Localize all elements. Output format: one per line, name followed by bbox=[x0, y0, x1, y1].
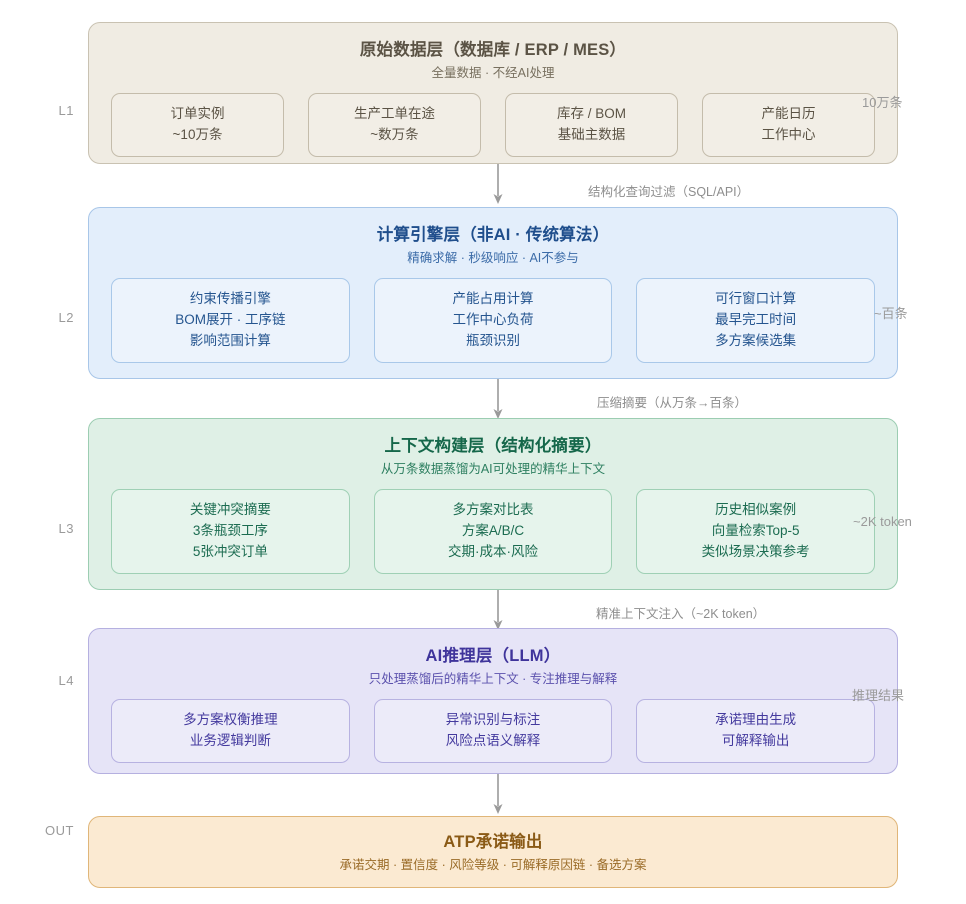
volume-label-l2: ~百条 bbox=[874, 306, 908, 321]
card-line: 关键冲突摘要 bbox=[189, 501, 271, 517]
card-line: 影响范围计算 bbox=[189, 332, 271, 348]
card-line: 工作中心 bbox=[761, 126, 816, 142]
layer-l1-title: 原始数据层（数据库 / ERP / MES） bbox=[359, 41, 627, 59]
card-line: BOM展开 · 工序链 bbox=[175, 311, 286, 327]
layer-l2[interactable]: 计算引擎层（非AI · 传统算法） 精确求解 · 秒级响应 · AI不参与 约束… bbox=[88, 207, 898, 379]
card-line: 库存 / BOM bbox=[556, 105, 626, 121]
card-line: 多方案权衡推理 bbox=[183, 711, 278, 727]
card-line: 历史相似案例 bbox=[715, 501, 797, 517]
card-line: 承诺理由生成 bbox=[715, 711, 797, 727]
card-plan-comparison-table[interactable]: 多方案对比表 方案A/B/C 交期·成本·风险 bbox=[373, 488, 613, 574]
card-work-orders[interactable]: 生产工单在途 ~数万条 bbox=[308, 92, 481, 157]
volume-label-l3: ~2K token bbox=[853, 514, 912, 529]
card-commitment-reasoning[interactable]: 承诺理由生成 可解释输出 bbox=[636, 698, 876, 763]
rail-label-l2: L2 bbox=[58, 310, 74, 325]
card-line: 产能占用计算 bbox=[452, 290, 534, 306]
rail-label-out: OUT bbox=[45, 823, 74, 838]
card-line: 类似场景决策参考 bbox=[701, 543, 810, 559]
card-line: 业务逻辑判断 bbox=[189, 732, 271, 748]
output-title: ATP承诺输出 bbox=[443, 833, 543, 852]
card-line: 交期·成本·风险 bbox=[448, 543, 538, 559]
card-line: 可行窗口计算 bbox=[715, 290, 797, 306]
arrow-l4-out bbox=[492, 774, 504, 816]
card-anomaly-detection[interactable]: 异常识别与标注 风险点语义解释 bbox=[373, 698, 613, 763]
layer-l2-cards: 约束传播引擎 BOM展开 · 工序链 影响范围计算 产能占用计算 工作中心负荷 … bbox=[111, 277, 876, 363]
rail-label-l4: L4 bbox=[58, 673, 74, 688]
layer-l3[interactable]: 上下文构建层（结构化摘要） 从万条数据蒸馏为AI可处理的精华上下文 关键冲突摘要… bbox=[88, 418, 898, 590]
volume-label-l4: 推理结果 bbox=[852, 688, 905, 703]
card-line: 多方案候选集 bbox=[715, 332, 797, 348]
card-historical-cases[interactable]: 历史相似案例 向量检索Top-5 类似场景决策参考 bbox=[636, 488, 876, 574]
card-multi-plan-tradeoff[interactable]: 多方案权衡推理 业务逻辑判断 bbox=[111, 698, 350, 763]
card-line: 异常识别与标注 bbox=[445, 711, 541, 727]
layer-l2-subtitle: 精确求解 · 秒级响应 · AI不参与 bbox=[407, 251, 579, 266]
layer-l4-title: AI推理层（LLM） bbox=[425, 647, 561, 665]
card-line: 最早完工时间 bbox=[715, 311, 797, 327]
card-line: 约束传播引擎 bbox=[189, 290, 271, 306]
layer-l1-subtitle: 全量数据 · 不经AI处理 bbox=[431, 66, 555, 81]
card-line: 方案A/B/C bbox=[461, 522, 525, 538]
card-capacity-occupancy[interactable]: 产能占用计算 工作中心负荷 瓶颈识别 bbox=[373, 277, 613, 363]
rail-label-l1: L1 bbox=[58, 103, 74, 118]
edge-label-l3-l4: 精准上下文注入（~2K token） bbox=[596, 607, 766, 621]
rail-label-l3: L3 bbox=[58, 521, 74, 536]
card-line: 5张冲突订单 bbox=[192, 543, 268, 559]
layer-l3-title: 上下文构建层（结构化摘要） bbox=[384, 437, 602, 455]
card-line: 工作中心负荷 bbox=[452, 311, 534, 327]
card-line: ~10万条 bbox=[172, 126, 223, 142]
card-order-instances[interactable]: 订单实例 ~10万条 bbox=[111, 92, 284, 157]
edge-label-l1-l2: 结构化查询过滤（SQL/API） bbox=[588, 185, 750, 199]
card-line: 产能日历 bbox=[761, 105, 816, 121]
card-line: 风险点语义解释 bbox=[445, 732, 541, 748]
layer-l1-cards: 订单实例 ~10万条 生产工单在途 ~数万条 库存 / BOM 基础主数据 产能… bbox=[111, 92, 875, 157]
layer-l4-cards: 多方案权衡推理 业务逻辑判断 异常识别与标注 风险点语义解释 承诺理由生成 可解… bbox=[111, 698, 876, 763]
card-feasible-window[interactable]: 可行窗口计算 最早完工时间 多方案候选集 bbox=[636, 277, 876, 363]
card-line: 生产工单在途 bbox=[354, 105, 435, 121]
card-line: 基础主数据 bbox=[557, 126, 626, 142]
card-key-conflict-summary[interactable]: 关键冲突摘要 3条瓶颈工序 5张冲突订单 bbox=[111, 488, 350, 574]
card-capacity-calendar[interactable]: 产能日历 工作中心 bbox=[702, 92, 875, 157]
layer-l4-subtitle: 只处理蒸馏后的精华上下文 · 专注推理与解释 bbox=[368, 672, 618, 687]
layer-l3-cards: 关键冲突摘要 3条瓶颈工序 5张冲突订单 多方案对比表 方案A/B/C 交期·成… bbox=[111, 488, 876, 574]
card-line: ~数万条 bbox=[370, 126, 419, 142]
layer-output[interactable]: ATP承诺输出 承诺交期 · 置信度 · 风险等级 · 可解释原因链 · 备选方… bbox=[88, 816, 898, 888]
card-line: 3条瓶颈工序 bbox=[192, 522, 268, 538]
layer-l2-title: 计算引擎层（非AI · 传统算法） bbox=[376, 226, 610, 244]
volume-label-l1: 10万条 bbox=[862, 95, 903, 110]
card-line: 可解释输出 bbox=[721, 732, 790, 748]
arrow-l3-l4 bbox=[492, 590, 504, 632]
card-line: 瓶颈识别 bbox=[466, 332, 520, 348]
card-line: 向量检索Top-5 bbox=[711, 522, 800, 538]
card-line: 多方案对比表 bbox=[452, 501, 534, 517]
output-subtitle: 承诺交期 · 置信度 · 风险等级 · 可解释原因链 · 备选方案 bbox=[339, 858, 647, 873]
arrow-l2-l3 bbox=[492, 379, 504, 421]
card-constraint-propagation[interactable]: 约束传播引擎 BOM展开 · 工序链 影响范围计算 bbox=[111, 277, 350, 363]
card-inventory-bom[interactable]: 库存 / BOM 基础主数据 bbox=[505, 92, 678, 157]
edge-label-l2-l3: 压缩摘要（从万条→百条） bbox=[597, 396, 748, 410]
arrow-l1-l2 bbox=[492, 164, 504, 206]
layer-l4[interactable]: AI推理层（LLM） 只处理蒸馏后的精华上下文 · 专注推理与解释 多方案权衡推… bbox=[88, 628, 898, 774]
layer-l3-subtitle: 从万条数据蒸馏为AI可处理的精华上下文 bbox=[380, 462, 606, 477]
layer-l1[interactable]: 原始数据层（数据库 / ERP / MES） 全量数据 · 不经AI处理 订单实… bbox=[88, 22, 898, 164]
card-line: 订单实例 bbox=[170, 105, 225, 121]
